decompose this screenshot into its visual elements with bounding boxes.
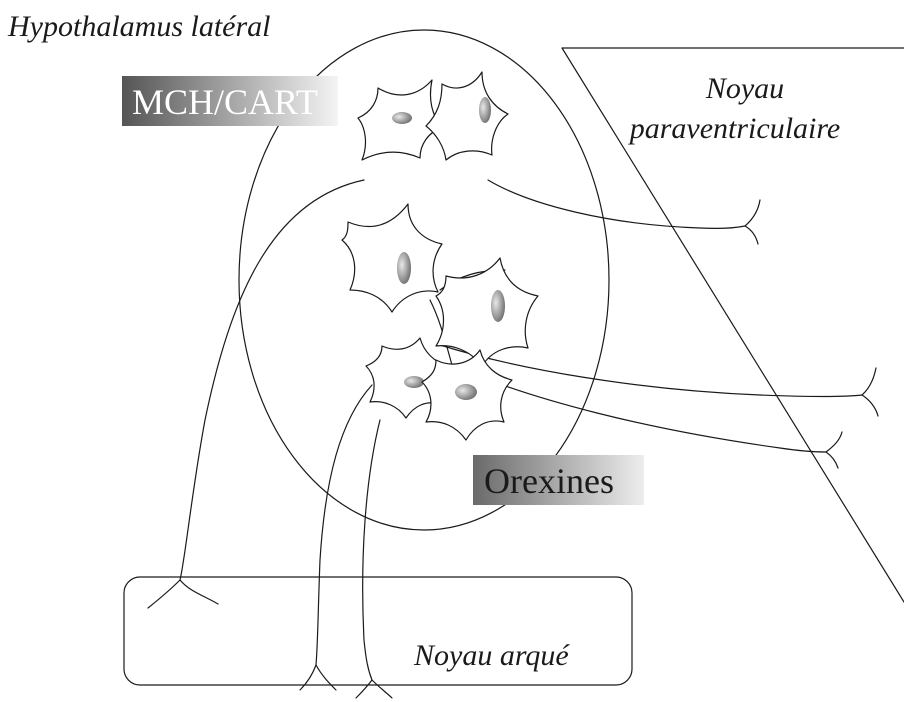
arcuate-nucleus-label: Noyau arqué <box>413 639 570 672</box>
paraventricular-label-line1: Noyau <box>705 72 784 105</box>
mch-cart-neurons <box>358 72 508 160</box>
cell-nucleus <box>392 112 412 124</box>
neuron-cell <box>426 72 508 160</box>
mch-cart-badge: MCH/CART <box>122 76 338 126</box>
neuron-cell <box>342 204 442 312</box>
neuron-cell <box>436 258 538 366</box>
orexins-label: Orexines <box>484 461 614 501</box>
axon-fibers <box>148 180 878 698</box>
cell-nucleus <box>479 97 491 123</box>
orexins-badge: Orexines <box>473 455 644 505</box>
lateral-hypothalamus-label: Hypothalamus latéral <box>7 10 271 43</box>
cell-nucleus <box>491 290 505 322</box>
cell-nucleus <box>455 384 477 400</box>
cell-nucleus <box>404 376 424 388</box>
orexin-neurons <box>342 204 538 440</box>
paraventricular-label-line2: paraventriculaire <box>628 112 841 145</box>
neuron-cell <box>422 350 512 440</box>
neuron-cell <box>358 80 442 160</box>
cell-nucleus <box>397 252 411 284</box>
mch-cart-label: MCH/CART <box>132 82 318 122</box>
